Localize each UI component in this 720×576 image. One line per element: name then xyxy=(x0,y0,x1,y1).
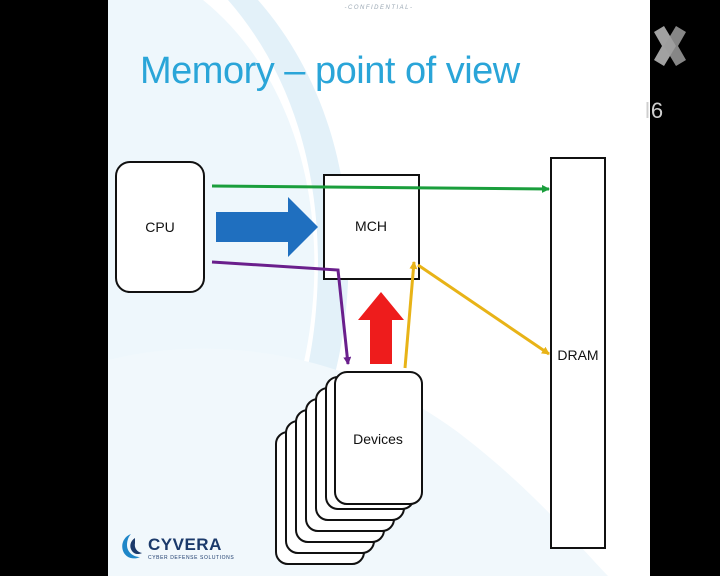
slide-title: Memory – point of view xyxy=(140,50,520,92)
dram-box xyxy=(550,157,606,549)
devices-label: Devices xyxy=(353,431,403,447)
cyvera-logo: CYVERA CYBER DEFENSE SOLUTIONS xyxy=(118,532,318,572)
channel-logo-icon xyxy=(654,26,686,66)
devices-stack xyxy=(275,371,423,565)
mch-label: MCH xyxy=(355,218,387,234)
memory-diagram: CPU MCH DRAM Devices xyxy=(115,157,606,565)
cpu-to-devices-arrow xyxy=(211,260,352,365)
devices-to-mch-yellow-arrow xyxy=(403,261,418,369)
mch-to-dram-arrow xyxy=(417,263,550,356)
confidential-label: -CONFIDENTIAL- xyxy=(344,5,414,11)
cpu-to-mch-arrow xyxy=(216,197,318,257)
dram-label: DRAM xyxy=(557,347,598,363)
cpu-label: CPU xyxy=(145,219,175,235)
slide: -CONFIDENTIAL- Memory – point of view xyxy=(108,0,650,576)
channel-logo-text: l6 xyxy=(645,98,665,123)
cyvera-logo-text: CYVERA xyxy=(148,535,222,554)
devices-box xyxy=(334,371,423,505)
mch-box xyxy=(323,174,420,280)
cpu-to-dram-arrow xyxy=(211,184,550,193)
cyvera-logo-subtext: CYBER DEFENSE SOLUTIONS xyxy=(148,555,235,561)
cpu-box xyxy=(115,161,205,293)
devices-to-mch-arrow xyxy=(358,292,404,364)
cyvera-logo-icon xyxy=(122,534,142,559)
